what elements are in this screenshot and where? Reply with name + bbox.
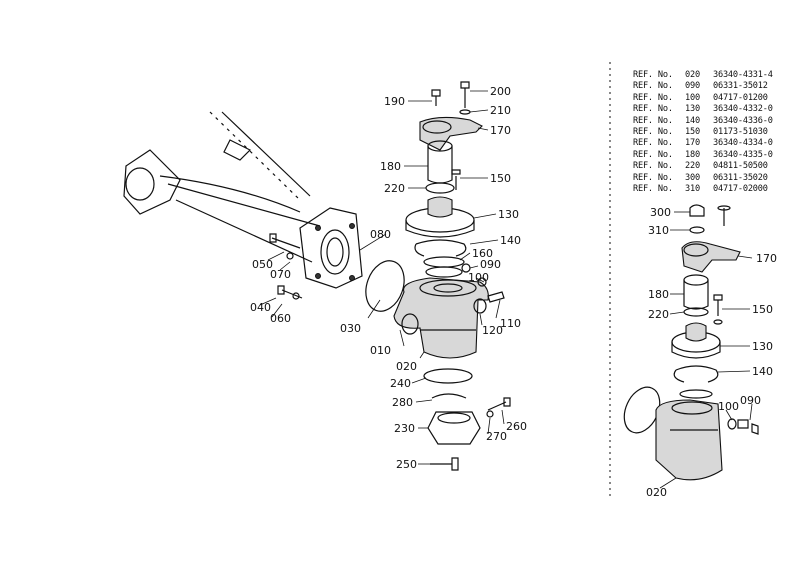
ref-row: REF. No. 090 06331-35012 <box>633 81 773 92</box>
callout-130: 130 <box>498 208 519 221</box>
ref-part: 04717-01200 <box>713 92 768 103</box>
ref-no: 220 <box>685 161 700 172</box>
ref-no: 310 <box>685 184 700 195</box>
ref-label: REF. No. <box>633 81 673 92</box>
ref-row: REF. No. 300 06311-35020 <box>633 173 773 184</box>
ref-no: 150 <box>685 127 700 138</box>
inset-callout-130: 130 <box>752 340 773 353</box>
callout-100: 100 <box>468 271 489 284</box>
ref-label: REF. No. <box>633 149 673 160</box>
inset-callout-310: 310 <box>648 224 669 237</box>
ref-row: REF. No. 140 36340-4336-0 <box>633 116 773 127</box>
ref-part: 01173-51030 <box>713 127 768 138</box>
ref-label: REF. No. <box>633 161 673 172</box>
ref-part: 04717-02000 <box>713 184 768 195</box>
ref-label: REF. No. <box>633 127 673 138</box>
inset-callout-labels: 300 310 170 180 150 220 130 140 100 090 … <box>646 206 777 499</box>
callout-120: 120 <box>482 324 503 337</box>
ref-label: REF. No. <box>633 138 673 149</box>
leader-lines <box>259 90 505 465</box>
ref-part: 04811-50500 <box>713 161 768 172</box>
ref-row: REF. No. 310 04717-02000 <box>633 184 773 195</box>
callout-280: 280 <box>392 396 413 409</box>
ref-no: 100 <box>685 92 700 103</box>
ref-no: 090 <box>685 81 700 92</box>
inset-callout-100: 100 <box>718 400 739 413</box>
inset-callout-180: 180 <box>648 288 669 301</box>
callout-240: 240 <box>390 377 411 390</box>
ref-row: REF. No. 180 36340-4335-0 <box>633 150 773 161</box>
ref-part: 36340-4332-0 <box>713 104 773 115</box>
callout-150: 150 <box>490 172 511 185</box>
ref-row: REF. No. 220 04811-50500 <box>633 161 773 172</box>
callout-180: 180 <box>380 160 401 173</box>
inset-leader-lines <box>659 211 753 489</box>
callout-170: 170 <box>490 124 511 137</box>
callout-230: 230 <box>394 422 415 435</box>
ref-no: 170 <box>685 138 700 149</box>
ref-part: 36340-4336-0 <box>713 115 773 126</box>
ref-part: 36340-4334-0 <box>713 138 773 149</box>
ref-label: REF. No. <box>633 172 673 183</box>
callout-140: 140 <box>500 234 521 247</box>
callout-270: 270 <box>486 430 507 443</box>
ref-row: REF. No. 170 36340-4334-0 <box>633 138 773 149</box>
callout-110: 110 <box>500 317 521 330</box>
ref-row: REF. No. 100 04717-01200 <box>633 93 773 104</box>
inset-callout-150: 150 <box>752 303 773 316</box>
ref-row: REF. No. 150 01173-51030 <box>633 127 773 138</box>
ref-part: 06331-35012 <box>713 81 768 92</box>
ref-part: 36340-4331-4 <box>713 70 773 80</box>
ref-label: REF. No. <box>633 115 673 126</box>
inset-callout-220: 220 <box>648 308 669 321</box>
ref-part: 36340-4335-0 <box>713 149 773 160</box>
main-stack <box>393 81 511 471</box>
inset-stack <box>623 204 759 481</box>
ref-row: REF. No. 130 36340-4332-0 <box>633 104 773 115</box>
ref-part: 06311-35020 <box>713 172 768 183</box>
inset-callout-300: 300 <box>650 206 671 219</box>
callout-060: 060 <box>270 312 291 325</box>
ref-row: REF. No. 020 36340-4331-4 <box>633 70 773 81</box>
ref-label: REF. No. <box>633 70 673 80</box>
ref-label: REF. No. <box>633 184 673 195</box>
callout-020: 020 <box>396 360 417 373</box>
ref-label: REF. No. <box>633 92 673 103</box>
callout-030: 030 <box>340 322 361 335</box>
ref-no: 020 <box>685 70 700 80</box>
callout-250: 250 <box>396 458 417 471</box>
callout-labels: 190 200 210 170 180 220 150 130 080 140 … <box>250 85 527 471</box>
ref-no: 130 <box>685 104 700 115</box>
callout-090: 090 <box>480 258 501 271</box>
callout-260: 260 <box>506 420 527 433</box>
inset-callout-020: 020 <box>646 486 667 499</box>
callout-010: 010 <box>370 344 391 357</box>
callout-070: 070 <box>270 268 291 281</box>
o-ring-030 <box>365 260 405 312</box>
callout-050: 050 <box>252 258 273 271</box>
callout-210: 210 <box>490 104 511 117</box>
callout-200: 200 <box>490 85 511 98</box>
inset-callout-090: 090 <box>740 394 761 407</box>
ref-label: REF. No. <box>633 104 673 115</box>
callout-080: 080 <box>370 228 391 241</box>
inset-callout-140: 140 <box>752 365 773 378</box>
axle-housing <box>123 111 363 300</box>
callout-220: 220 <box>384 182 405 195</box>
ref-no: 140 <box>685 115 700 126</box>
callout-160: 160 <box>472 247 493 260</box>
ref-no: 300 <box>685 172 700 183</box>
ref-no: 180 <box>685 149 700 160</box>
callout-190: 190 <box>384 95 405 108</box>
callout-040: 040 <box>250 301 271 314</box>
inset-callout-170: 170 <box>756 252 777 265</box>
